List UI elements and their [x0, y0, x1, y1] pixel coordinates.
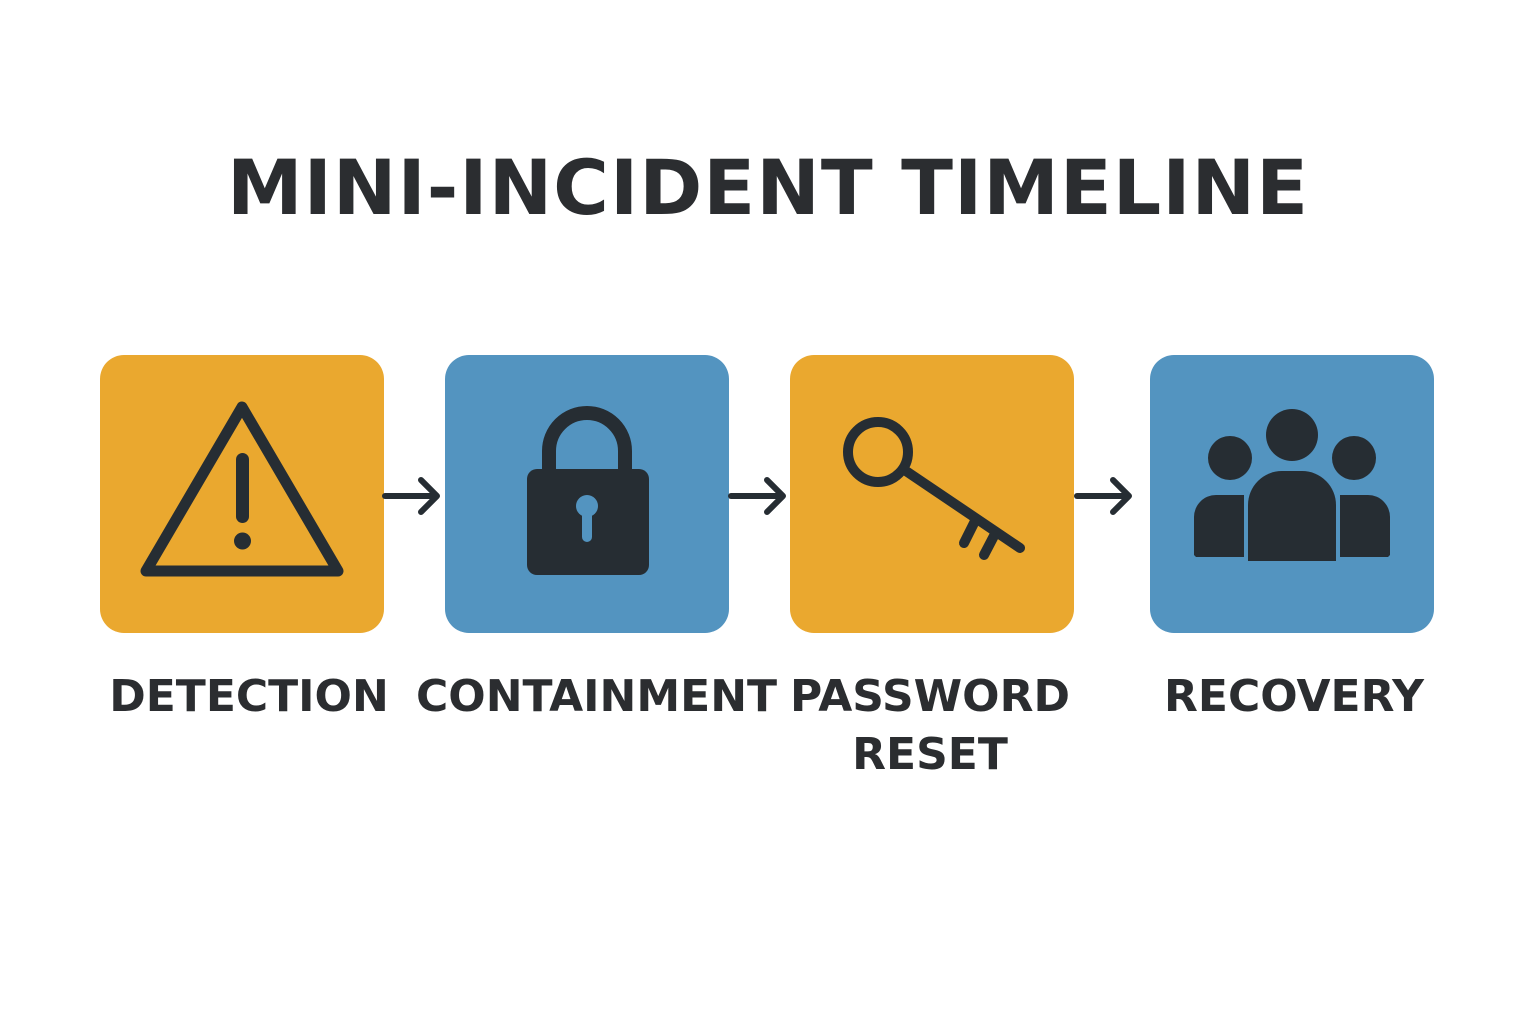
arrow-right-icon — [727, 474, 791, 518]
step-label-recovery: RECOVERY — [1164, 671, 1424, 722]
step-label-containment: CONTAINMENT — [416, 671, 778, 722]
arrow-right-icon — [1073, 474, 1137, 518]
lock-icon — [527, 406, 649, 575]
key-icon — [843, 417, 1025, 560]
step-box-password-reset — [790, 355, 1074, 633]
step-box-detection — [100, 355, 384, 633]
warning-icon — [140, 401, 344, 577]
step-box-containment — [445, 355, 729, 633]
users-icon — [1194, 409, 1390, 561]
step-box-recovery — [1150, 355, 1434, 633]
step-label-detection: DETECTION — [109, 671, 389, 722]
step-label-password-reset: PASSWORD RESET — [789, 671, 1070, 780]
arrow-right-icon — [381, 474, 445, 518]
diagram-title: MINI-INCIDENT TIMELINE — [226, 143, 1310, 232]
